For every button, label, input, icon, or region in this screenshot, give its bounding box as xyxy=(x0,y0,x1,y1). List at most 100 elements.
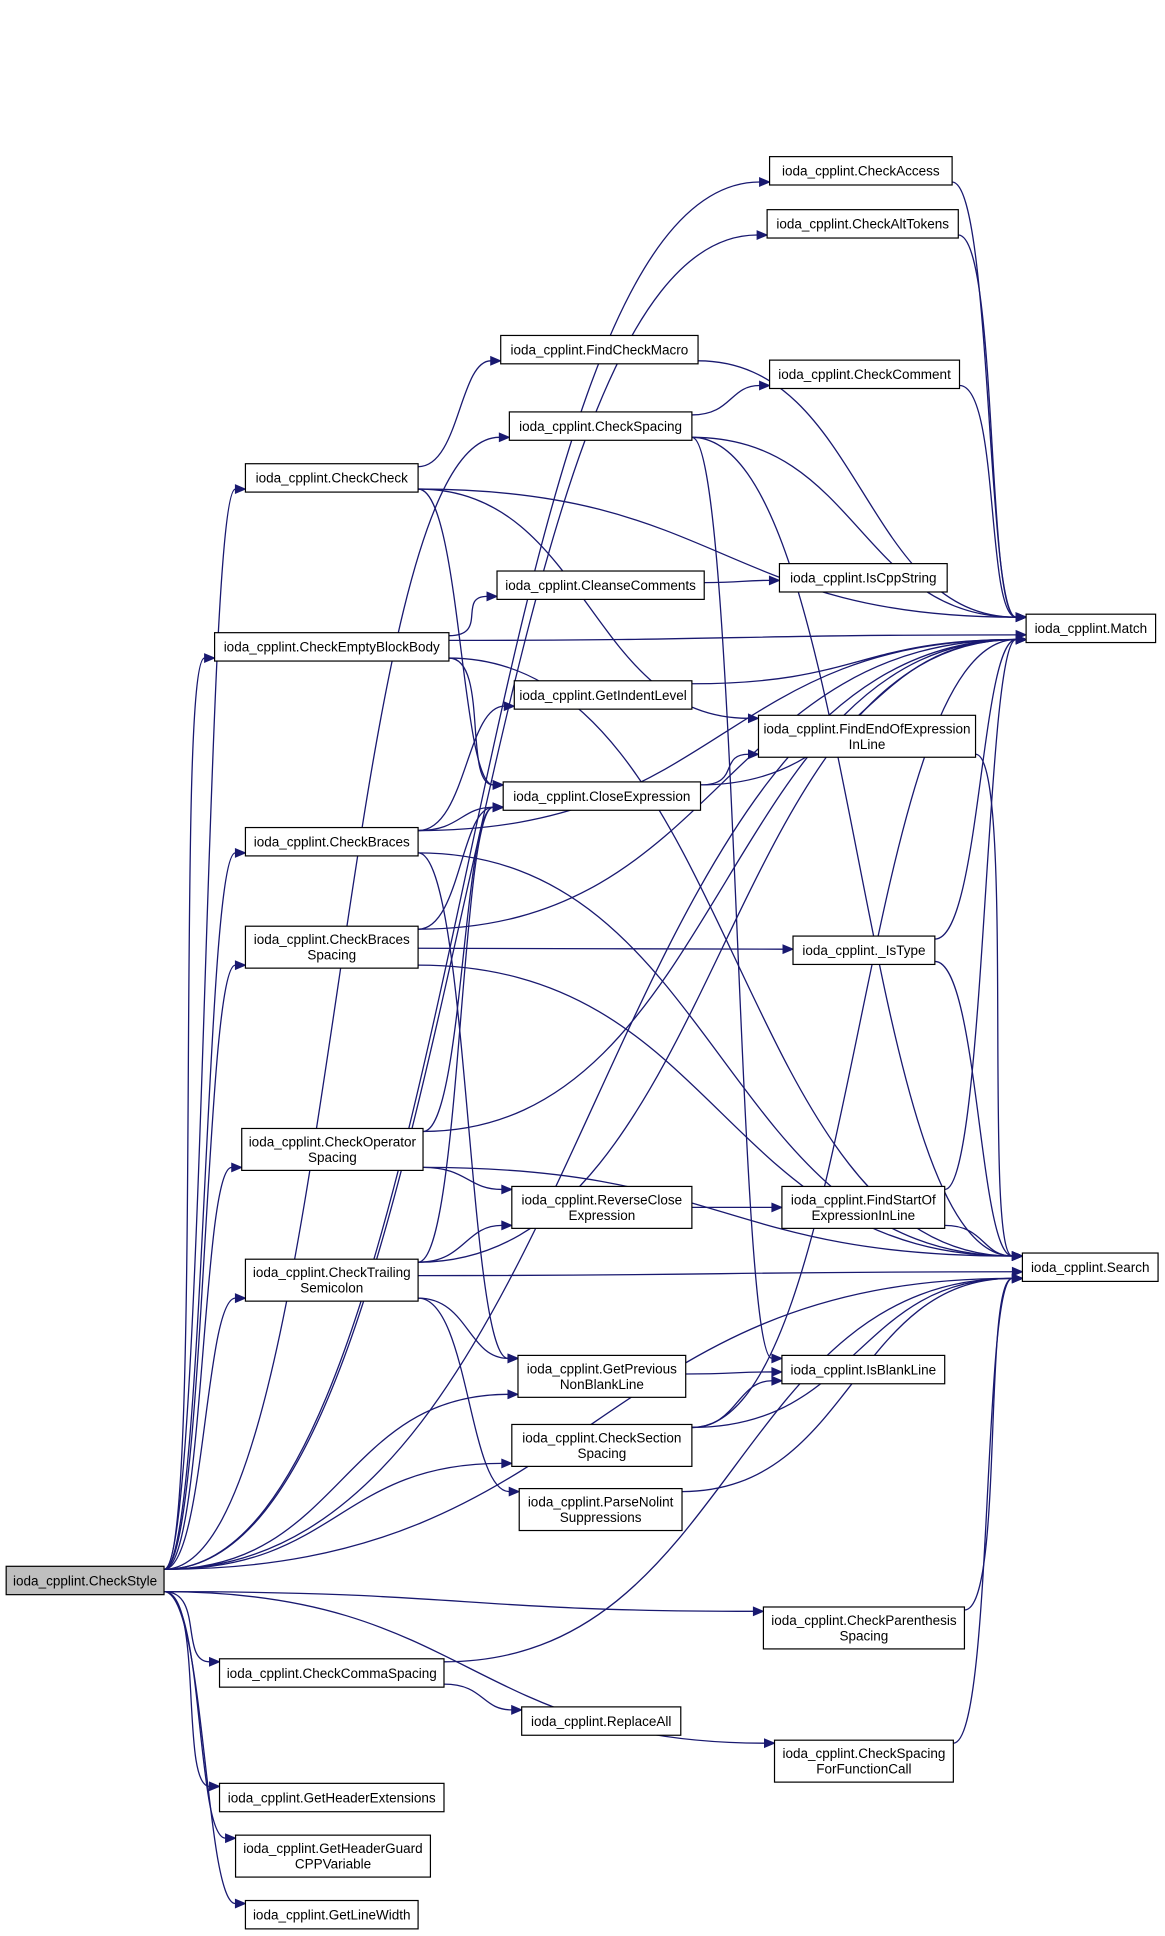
arrowhead-icon xyxy=(771,1375,784,1386)
node-box xyxy=(762,1606,966,1650)
arrowhead-icon xyxy=(511,1704,523,1715)
edge-check-spacing-to-check-comment xyxy=(691,380,771,416)
arrowhead-icon xyxy=(486,591,499,602)
edge-line xyxy=(691,436,773,1360)
graph-nodes: ioda_cpplint.CheckStyle ioda_cpplint.Chec… xyxy=(5,156,1159,1930)
arrowhead-icon xyxy=(209,1781,221,1792)
edge-check-braces-to-get-indent-level xyxy=(418,701,516,832)
node-label: ioda_cpplint.CloseExpression xyxy=(513,789,690,804)
arrowhead-icon xyxy=(501,1184,514,1195)
node-check-access[interactable]: ioda_cpplint.CheckAccess xyxy=(768,156,953,186)
node-is-blank-line[interactable]: ioda_cpplint.IsBlankLine xyxy=(781,1354,946,1385)
arrowhead-icon xyxy=(771,1367,784,1377)
node-box xyxy=(213,632,450,662)
edge-line xyxy=(163,657,206,1570)
edge-line xyxy=(418,1297,510,1493)
node-label: ioda_cpplint.GetPrevious xyxy=(527,1361,677,1376)
node-is-type[interactable]: ioda_cpplint._IsType xyxy=(792,935,936,966)
node-label: InLine xyxy=(849,737,886,752)
edge-check-style-to-check-empty-block-body xyxy=(163,653,216,1570)
edge-line xyxy=(418,638,1017,832)
node-box xyxy=(513,680,693,710)
arrowhead-icon xyxy=(764,1738,776,1749)
node-match[interactable]: ioda_cpplint.Match xyxy=(1025,613,1157,644)
node-get-line-width[interactable]: ioda_cpplint.GetLineWidth xyxy=(244,1899,419,1930)
edge-check-style-to-get-line-width xyxy=(163,1591,247,1909)
edge-line xyxy=(448,657,494,786)
edge-line xyxy=(418,705,505,832)
edge-is-type-to-match xyxy=(934,634,1028,940)
arrowhead-icon xyxy=(501,1458,514,1469)
edge-line xyxy=(698,360,1017,618)
node-check-spacing[interactable]: ioda_cpplint.CheckSpacing xyxy=(508,411,693,441)
edge-line xyxy=(417,488,494,786)
node-is-cpp-string[interactable]: ioda_cpplint.IsCppString xyxy=(778,563,948,593)
node-label: ForFunctionCall xyxy=(816,1762,911,1777)
edge-check-style-to-check-braces-spacing xyxy=(163,960,247,1570)
arrowhead-icon xyxy=(234,484,247,495)
node-label: Spacing xyxy=(307,948,356,963)
node-cleanse-comments[interactable]: ioda_cpplint.CleanseComments xyxy=(496,570,705,600)
edge-line xyxy=(443,1277,1013,1663)
node-label: ioda_cpplint.IsCppString xyxy=(790,571,936,586)
node-get-indent-level[interactable]: ioda_cpplint.GetIndentLevel xyxy=(513,680,693,710)
edge-line xyxy=(691,436,1013,1257)
edge-check-comment-to-match xyxy=(959,384,1028,623)
edge-line xyxy=(164,638,1017,1570)
node-check-empty-block-body[interactable]: ioda_cpplint.CheckEmptyBlockBody xyxy=(213,632,450,662)
node-check-style[interactable]: ioda_cpplint.CheckStyle xyxy=(5,1565,165,1596)
edge-line xyxy=(164,1591,210,1663)
node-box xyxy=(496,570,705,600)
node-label: ioda_cpplint.CheckOperator xyxy=(249,1134,417,1149)
node-check-alt-tokens[interactable]: ioda_cpplint.CheckAltTokens xyxy=(766,209,959,239)
arrowhead-icon xyxy=(490,355,503,366)
node-check-comma-spacing[interactable]: ioda_cpplint.CheckCommaSpacing xyxy=(218,1658,445,1688)
edge-check-style-to-check-parenthesis-spacing xyxy=(164,1591,765,1617)
arrowhead-icon xyxy=(234,847,247,858)
arrowhead-icon xyxy=(492,779,505,790)
node-label: ioda_cpplint.CheckComment xyxy=(778,367,951,382)
edge-check-spacing-for-function-call-to-search xyxy=(953,1273,1024,1744)
edge-check-style-to-get-header-extensions xyxy=(163,1591,221,1792)
node-box xyxy=(5,1565,165,1596)
node-replace-all[interactable]: ioda_cpplint.ReplaceAll xyxy=(521,1706,682,1736)
arrowhead-icon xyxy=(768,575,781,586)
edge-line xyxy=(934,960,1013,1257)
node-label: ioda_cpplint.CheckCommaSpacing xyxy=(227,1666,437,1681)
edge-line xyxy=(163,852,236,1570)
node-label: ioda_cpplint.FindCheckMacro xyxy=(510,342,688,357)
edge-line xyxy=(691,436,1017,618)
node-label: ioda_cpplint.CheckSection xyxy=(522,1430,681,1445)
node-label: Spacing xyxy=(840,1629,889,1644)
node-label: ioda_cpplint.GetHeaderGuard xyxy=(243,1841,422,1856)
node-search[interactable]: ioda_cpplint.Search xyxy=(1021,1252,1159,1282)
edge-check-style-to-check-braces xyxy=(163,847,247,1570)
node-check-check[interactable]: ioda_cpplint.CheckCheck xyxy=(244,463,419,493)
edge-line xyxy=(164,1591,754,1612)
node-check-comment[interactable]: ioda_cpplint.CheckComment xyxy=(768,359,961,390)
edge-line xyxy=(423,1166,502,1191)
node-label: ioda_cpplint.GetHeaderExtensions xyxy=(228,1790,436,1805)
node-get-header-extensions[interactable]: ioda_cpplint.GetHeaderExtensions xyxy=(218,1782,445,1813)
node-box xyxy=(518,1487,683,1532)
node-check-braces[interactable]: ioda_cpplint.CheckBraces xyxy=(244,826,419,857)
arrowhead-icon xyxy=(234,1898,247,1909)
edge-line xyxy=(164,1462,502,1570)
arrowhead-icon xyxy=(204,653,216,664)
edge-line xyxy=(964,1277,1013,1611)
node-close-expression[interactable]: ioda_cpplint.CloseExpression xyxy=(502,781,702,811)
edge-check-comma-spacing-to-replace-all xyxy=(443,1683,523,1715)
node-find-check-macro[interactable]: ioda_cpplint.FindCheckMacro xyxy=(500,334,699,365)
